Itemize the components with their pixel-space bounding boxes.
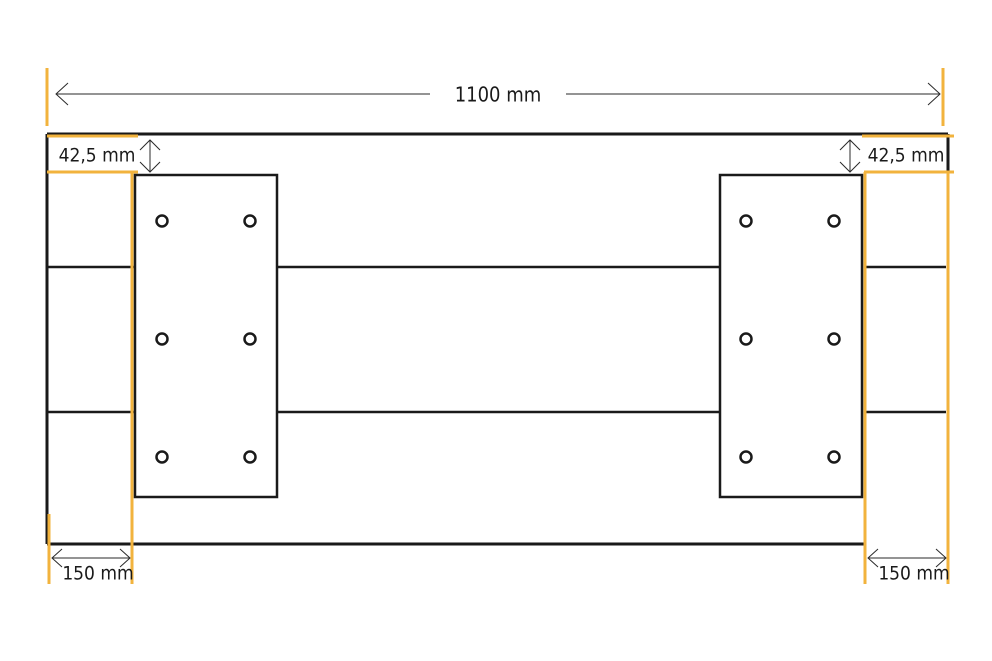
bolt-hole [827, 214, 841, 228]
bolt-hole [155, 450, 169, 464]
arrow-up-icon [839, 139, 861, 151]
board-outline [45, 132, 950, 546]
bolt-hole [827, 332, 841, 346]
bolt-hole [739, 214, 753, 228]
bolt-hole [739, 332, 753, 346]
dimension-lines [51, 82, 947, 568]
bolt-holes-right [739, 214, 841, 464]
highlight-lines [45, 68, 954, 584]
dim-edge-right-label: 150 mm [878, 563, 949, 585]
bolt-hole [155, 214, 169, 228]
arrow-up-icon [139, 139, 161, 151]
bolt-hole [739, 450, 753, 464]
arrow-down-icon [839, 161, 861, 173]
slat-lines [47, 265, 946, 414]
arrow-right-icon [935, 548, 947, 568]
bolt-hole [827, 450, 841, 464]
dim-total-label: 1100 mm [455, 83, 542, 107]
bolt-hole [243, 214, 257, 228]
arrow-down-icon [139, 161, 161, 173]
dim-offset-left-label: 42,5 mm [59, 145, 136, 167]
bolt-hole [243, 332, 257, 346]
bolt-hole [243, 450, 257, 464]
arrow-right-icon [927, 82, 941, 106]
arrow-left-icon [51, 548, 63, 568]
arrow-left-icon [867, 548, 879, 568]
dim-edge-left-label: 150 mm [62, 563, 133, 585]
arrow-right-icon [119, 548, 131, 568]
dim-offset-right-label: 42,5 mm [868, 145, 945, 167]
bolt-holes-left [155, 214, 257, 464]
bolt-hole [155, 332, 169, 346]
arrow-left-icon [55, 82, 69, 106]
